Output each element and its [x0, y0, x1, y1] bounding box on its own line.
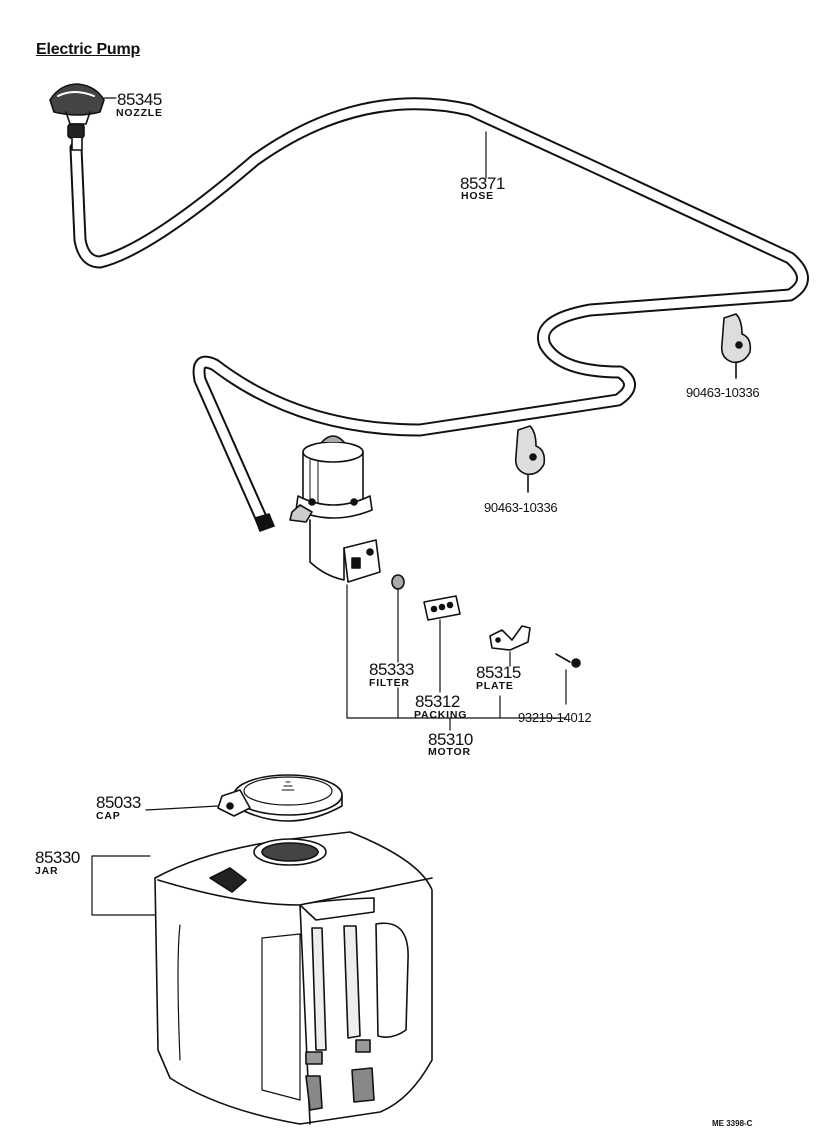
cap-part-name: CAP [96, 810, 121, 822]
motor-part-name: MOTOR [428, 746, 471, 758]
filter-part-number: 85333 [369, 660, 414, 679]
packing-drawing [423, 595, 461, 693]
screw-drawing [555, 653, 581, 705]
motor-drawing [289, 435, 381, 719]
packing-part-number: 85312 [415, 692, 460, 711]
hose-part-name: HOSE [461, 190, 494, 202]
motor-group-bracket [346, 687, 567, 731]
packing-part-name: PACKING [414, 709, 468, 721]
plate-part-name: PLATE [476, 680, 514, 692]
nozzle-drawing [49, 83, 117, 151]
diagram-code: ME 3398-C [712, 1119, 753, 1128]
clamp-right-drawing [720, 313, 752, 379]
cap-part-number: 85033 [96, 793, 141, 812]
clamp-right-part-number: 90463-10336 [686, 385, 760, 400]
motor-part-number: 85310 [428, 730, 473, 749]
diagram-title: Electric Pump [36, 41, 141, 58]
nozzle-part-name: NOZZLE [116, 107, 163, 119]
hose-drawing [69, 97, 809, 532]
clamp-center-drawing [514, 425, 546, 493]
plate-part-number: 85315 [476, 663, 521, 682]
jar-drawing [91, 831, 433, 1125]
nozzle-part-number: 85345 [117, 90, 162, 109]
cap-drawing [145, 774, 343, 822]
screw-part-number: 93219-14012 [518, 710, 592, 725]
jar-part-number: 85330 [35, 848, 80, 867]
plate-drawing [489, 625, 531, 667]
jar-part-name: JAR [35, 865, 59, 877]
hose-part-number: 85371 [460, 174, 505, 193]
clamp-center-part-number: 90463-10336 [484, 500, 558, 515]
filter-part-name: FILTER [369, 677, 410, 689]
filter-drawing [391, 574, 405, 663]
